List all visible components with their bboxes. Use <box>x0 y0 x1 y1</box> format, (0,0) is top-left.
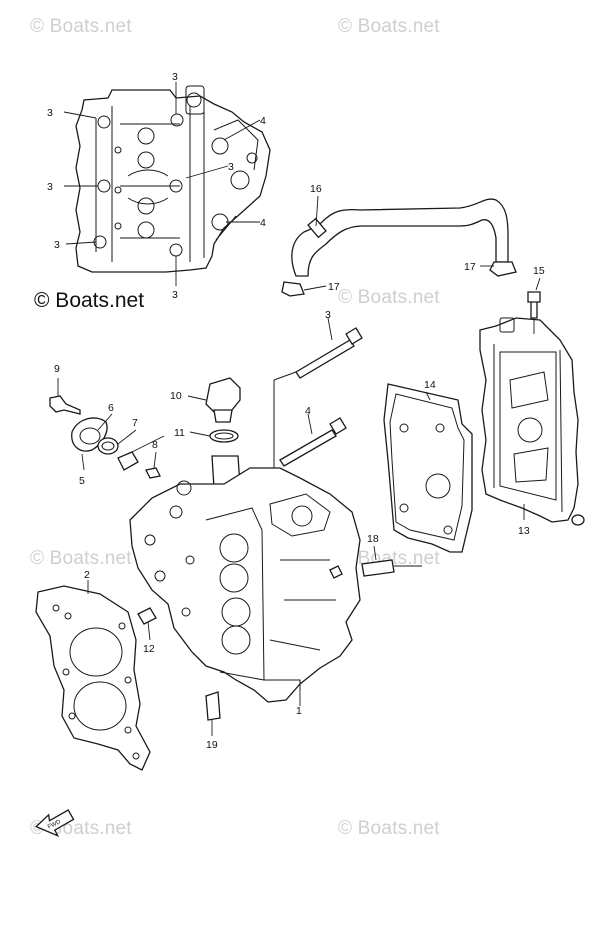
watermark-mid-left: © Boats.net <box>30 548 132 569</box>
callout-11: 11 <box>174 427 185 439</box>
callout-16: 16 <box>310 183 322 195</box>
callout-6: 6 <box>108 402 114 414</box>
temperature-sensor <box>205 691 221 736</box>
callout-2: 2 <box>84 569 90 581</box>
callout-7: 7 <box>132 417 138 429</box>
cylinder-head-bolts <box>273 317 363 470</box>
watermark-main: © Boats.net <box>34 289 145 312</box>
callout-14: 14 <box>424 379 436 391</box>
callout-13: 13 <box>518 525 530 537</box>
fwd-label: FWD <box>47 819 63 831</box>
thermostat-parts <box>49 378 165 479</box>
callout-3: 3 <box>325 309 331 321</box>
watermark-top-right: © Boats.net <box>338 16 440 37</box>
callout-1: 1 <box>296 705 302 717</box>
plug <box>137 607 157 641</box>
fwd-arrow: FWD <box>35 809 75 838</box>
callout-4: 4 <box>260 115 266 127</box>
callout-15: 15 <box>533 265 545 277</box>
callout-19: 19 <box>206 739 218 751</box>
callout-3: 3 <box>172 289 178 301</box>
callout-8: 8 <box>152 439 158 451</box>
callout-3: 3 <box>172 71 178 83</box>
cylinder-head-main <box>129 467 361 706</box>
callout-3: 3 <box>47 181 53 193</box>
callout-3: 3 <box>47 107 53 119</box>
callout-18: 18 <box>367 533 379 545</box>
callout-9: 9 <box>54 363 60 375</box>
callout-10: 10 <box>170 390 182 402</box>
cylinder-head-cover <box>479 277 585 526</box>
watermark-upper-right: © Boats.net <box>338 287 440 308</box>
callout-17: 17 <box>464 261 476 273</box>
cylinder-head-rear-view <box>75 85 271 273</box>
watermark-bottom-right: © Boats.net <box>338 818 440 839</box>
callout-4: 4 <box>305 405 311 417</box>
callout-4: 4 <box>260 217 266 229</box>
spark-plug <box>361 545 422 577</box>
leaders-top-view <box>63 82 261 286</box>
callout-12: 12 <box>143 643 155 655</box>
head-gasket <box>35 580 151 771</box>
cover-gasket <box>383 383 473 553</box>
callout-17: 17 <box>328 281 340 293</box>
hose-assembly <box>281 195 517 297</box>
callout-5: 5 <box>79 475 85 487</box>
callout-labels: 3 3 3 3 3 3 3 4 4 4 1 2 5 6 7 8 9 10 11 … <box>47 71 545 751</box>
callout-3: 3 <box>228 161 234 173</box>
callout-3: 3 <box>54 239 60 251</box>
watermark-top-left: © Boats.net <box>30 16 132 37</box>
oil-filler-cap <box>187 377 241 489</box>
